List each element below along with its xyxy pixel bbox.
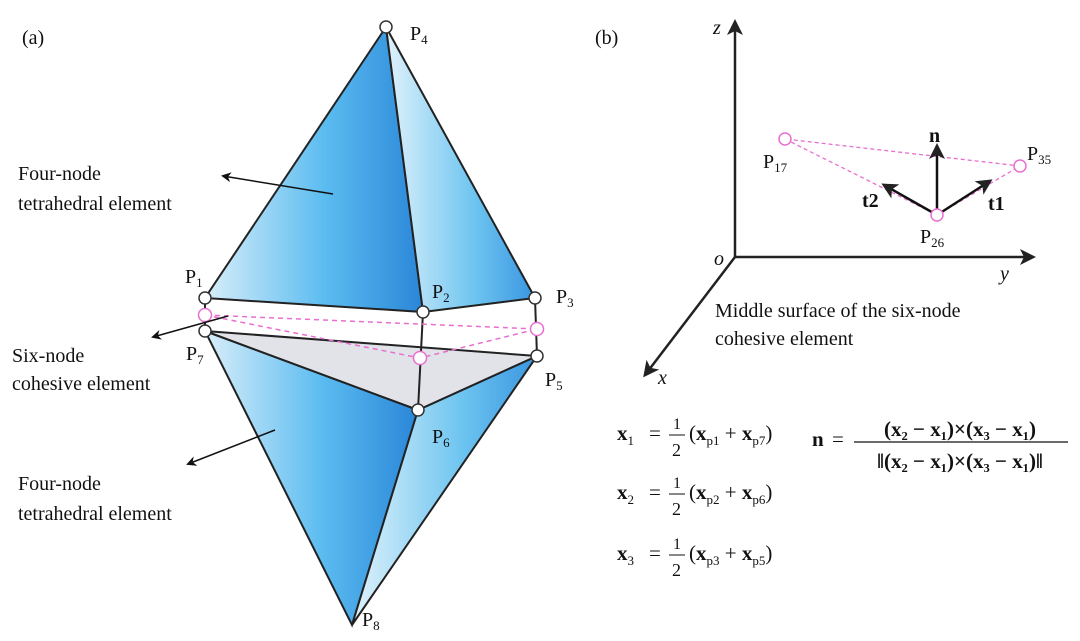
mid-surface-triangle [784, 138, 1022, 216]
point-labels: P17 P26 P35 [763, 143, 1051, 250]
svg-text:(x₂ − x₁)×(x₃ − x₁): (x₂ − x₁)×(x₃ − x₁) [884, 417, 1036, 441]
svg-text:=: = [649, 480, 661, 504]
svg-text:P2: P2 [432, 281, 450, 305]
svg-text:P4: P4 [410, 23, 428, 47]
svg-text:(xp1 + xp7): (xp1 + xp7) [689, 421, 772, 448]
svg-text:1: 1 [673, 475, 681, 492]
mid-nodes [197, 307, 545, 366]
svg-text:P6: P6 [432, 426, 450, 450]
svg-text:P8: P8 [362, 609, 380, 633]
eq-x2: x2 = 1 2 (xp2 + xp6) [617, 475, 772, 519]
lower-face-top [204, 330, 538, 412]
svg-text:P7: P7 [186, 343, 204, 367]
equations: x1 = 1 2 (xp1 + xp7) x2 = 1 2 (xp2 + xp6… [617, 416, 1068, 580]
eq-x1: x1 = 1 2 (xp1 + xp7) [617, 416, 772, 460]
pointer-arrows [151, 172, 334, 466]
upper-face-front [203, 24, 425, 314]
svg-text:x3: x3 [617, 541, 634, 568]
svg-text:1: 1 [673, 536, 681, 553]
upper-tetrahedron [203, 24, 537, 314]
svg-text:2: 2 [672, 499, 681, 519]
svg-text:2: 2 [672, 560, 681, 580]
panel-a-label: (a) [22, 27, 44, 49]
svg-text:‖(x₂ − x₁)×(x₃ − x₁)‖: ‖(x₂ − x₁)×(x₃ − x₁)‖ [877, 449, 1043, 473]
svg-text:P17: P17 [763, 151, 788, 175]
svg-text:=: = [832, 427, 844, 451]
normal-label: n [929, 125, 940, 147]
x-axis-label: x [657, 367, 667, 389]
mid-points [778, 132, 1027, 222]
svg-text:=: = [649, 541, 661, 565]
y-axis-label: y [998, 263, 1009, 285]
axes [643, 19, 1036, 378]
panel-b-label: (b) [595, 27, 618, 49]
svg-text:1: 1 [673, 416, 681, 433]
svg-text:P5: P5 [545, 369, 563, 393]
svg-text:x2: x2 [617, 480, 634, 507]
panel-b: (b) z y x o n t2 t1 P17 P26 P35 Middle s… [595, 17, 1068, 580]
svg-text:P3: P3 [556, 286, 574, 310]
svg-text:P26: P26 [920, 226, 945, 250]
svg-text:(xp3 + xp5): (xp3 + xp5) [689, 541, 772, 568]
svg-text:x1: x1 [617, 421, 634, 448]
upper-face-side [385, 26, 537, 314]
nodes [198, 20, 544, 417]
origin-label: o [714, 248, 724, 270]
mid-surface [204, 314, 538, 359]
svg-text:P35: P35 [1027, 143, 1051, 167]
lower-tetrahedron [202, 329, 540, 628]
panel-a: (a) P4 P1 P2 P3 P7 P5 P [12, 20, 574, 633]
vectors [881, 143, 993, 217]
z-axis-label: z [712, 17, 721, 39]
eq-x3: x3 = 1 2 (xp3 + xp5) [617, 536, 772, 580]
node-labels: P4 P1 P2 P3 P7 P5 P6 P8 [185, 23, 574, 633]
t2-label: t2 [862, 190, 879, 212]
svg-text:P1: P1 [185, 266, 203, 290]
eq-normal: n = (x₂ − x₁)×(x₃ − x₁) ‖(x₂ − x₁)×(x₃ −… [812, 417, 1068, 473]
svg-text:=: = [649, 421, 661, 445]
svg-text:n: n [812, 427, 824, 451]
svg-text:2: 2 [672, 440, 681, 460]
t1-label: t1 [988, 193, 1005, 215]
svg-text:(xp2 + xp6): (xp2 + xp6) [689, 480, 772, 507]
